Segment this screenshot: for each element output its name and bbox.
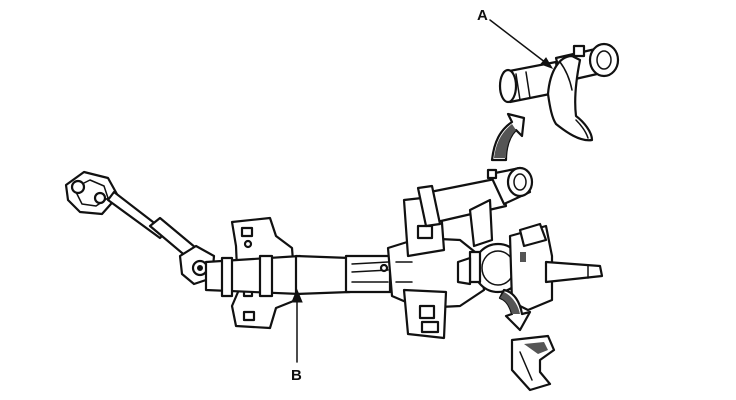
callout-label-b: B (291, 367, 302, 384)
column-cover-piece (510, 334, 556, 392)
intermediate-shaft (64, 170, 216, 286)
ignition-switch-assembly (416, 166, 534, 248)
hand-holding-switch (498, 42, 620, 142)
leader-line-a (489, 19, 554, 69)
callout-label-a: A (477, 7, 488, 24)
upward-arrow-icon (490, 112, 526, 162)
upper-bearing (456, 222, 604, 312)
column-tube (204, 254, 392, 298)
leader-line-b (291, 288, 303, 363)
downward-arrow-icon (498, 288, 532, 332)
